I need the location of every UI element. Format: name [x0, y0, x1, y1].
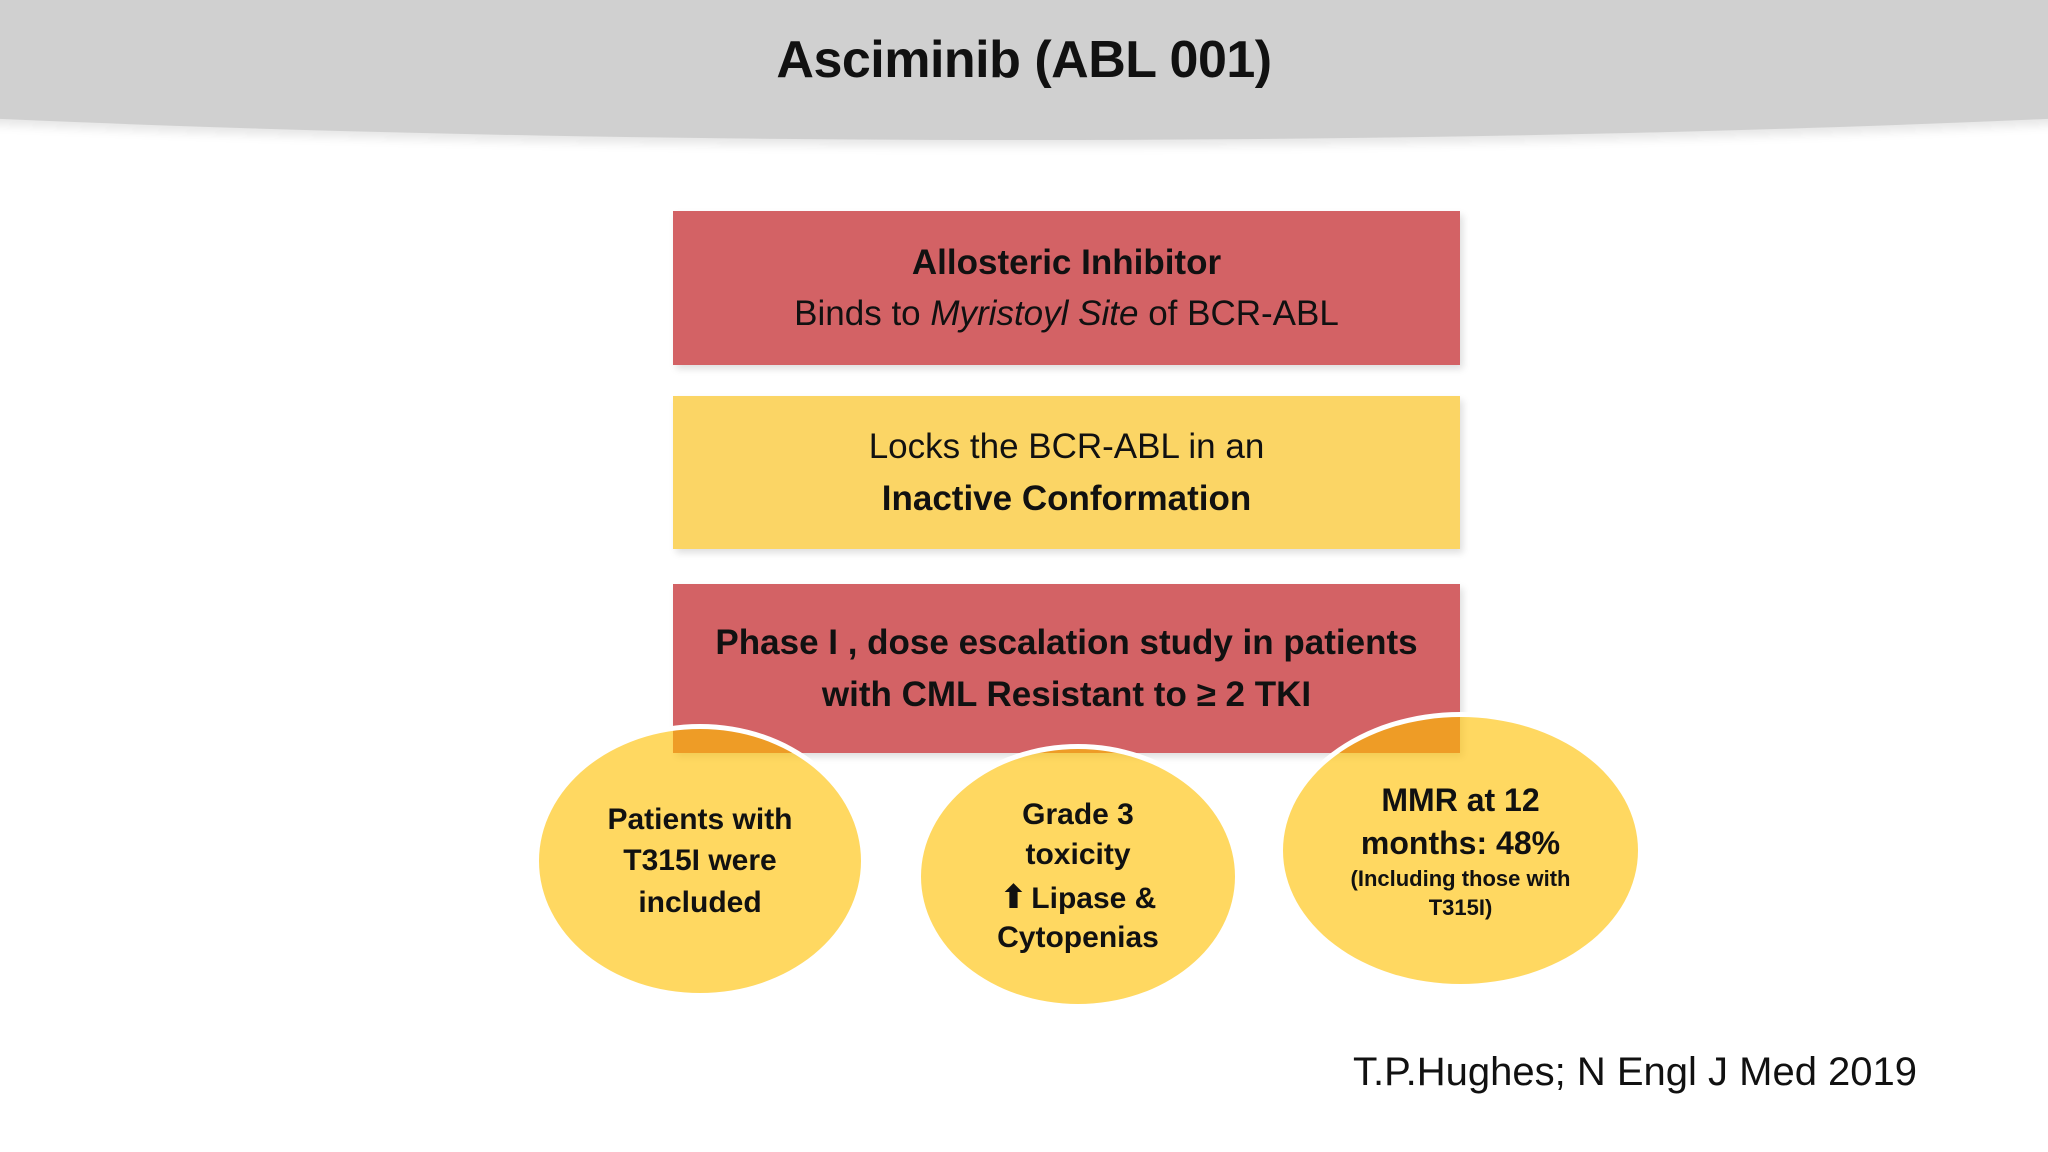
ellipse-line: T315I were — [623, 844, 777, 878]
ellipse-grade3-toxicity: Grade 3 toxicity ⬆Lipase & Cytopenias — [916, 744, 1240, 1009]
box-line-1: Allosteric Inhibitor — [911, 242, 1222, 282]
ellipse-line: Cytopenias — [997, 921, 1159, 955]
box-line-2-italic: Myristoyl Site — [930, 294, 1139, 333]
ellipse-line-text: Lipase & — [1031, 881, 1157, 915]
ellipse-line: months: 48% — [1360, 824, 1561, 861]
ellipse-line: Grade 3 — [1022, 798, 1134, 832]
ellipse-line: included — [638, 885, 762, 919]
ellipse-line: Patients with — [607, 802, 793, 836]
increase-arrow-icon: ⬆ — [999, 876, 1028, 916]
box-line-2: Inactive Conformation — [881, 478, 1252, 518]
box-line-2: Binds to Myristoyl Site of BCR-ABL — [794, 288, 1339, 339]
header-banner — [0, 0, 2048, 140]
ellipse-patients-t315i: Patients with T315I were included — [534, 724, 866, 998]
ellipse-line-small: (Including those with — [1350, 866, 1571, 892]
ellipse-line: ⬆Lipase & — [1000, 875, 1157, 919]
box-line-1: Phase I , dose escalation study in patie… — [715, 623, 1418, 663]
ellipse-line: toxicity — [1025, 837, 1131, 871]
slide-title: Asciminib (ABL 001) — [776, 31, 1272, 89]
box-line-1: Locks the BCR-ABL in an — [868, 427, 1265, 467]
box-line-2-prefix: Binds to — [794, 294, 931, 333]
info-box-inactive-conformation: Locks the BCR-ABL in an Inactive Conform… — [673, 396, 1460, 549]
info-box-allosteric-inhibitor: Allosteric Inhibitor Binds to Myristoyl … — [673, 211, 1460, 365]
box-line-2-suffix: of BCR-ABL — [1138, 294, 1339, 333]
ellipse-line-small: T315I) — [1428, 894, 1493, 920]
box-line-2: with CML Resistant to ≥ 2 TKI — [821, 674, 1312, 714]
ellipse-line: MMR at 12 — [1381, 781, 1540, 818]
ellipse-mmr-12-months: MMR at 12 months: 48% (Including those w… — [1278, 712, 1643, 989]
info-box-phase1-study: Phase I , dose escalation study in patie… — [673, 584, 1460, 753]
citation-text: T.P.Hughes; N Engl J Med 2019 — [1353, 1050, 1918, 1094]
